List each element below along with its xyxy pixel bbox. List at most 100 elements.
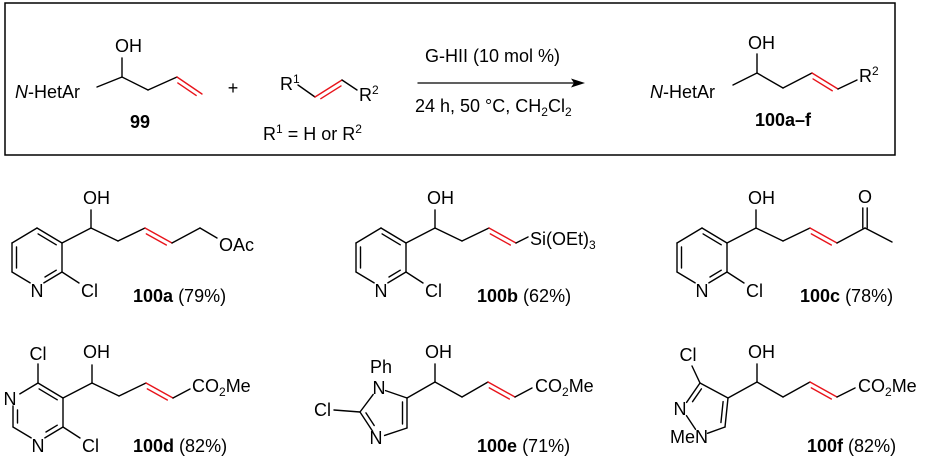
- co: CO: [192, 376, 219, 396]
- yield: (82%): [848, 436, 896, 456]
- label-id: 100a: [133, 286, 174, 306]
- bond: [11, 271, 31, 284]
- hetar-label: N-HetAr: [650, 82, 715, 102]
- bond-second-line: [381, 233, 401, 246]
- compound-label-100a-f: 100a–f: [755, 110, 812, 130]
- end-group: OAc: [219, 235, 254, 255]
- bond: [359, 411, 374, 433]
- hetar-rest: -HetAr: [663, 82, 715, 102]
- bond: [44, 426, 64, 439]
- hetar-label: N-HetAr: [15, 82, 80, 102]
- plus-sign: +: [228, 78, 239, 98]
- bond: [724, 397, 729, 428]
- bond: [461, 381, 489, 398]
- new-alkene-bond-second-line: [145, 233, 168, 246]
- bond-second-line: [38, 388, 58, 401]
- bond: [434, 227, 463, 242]
- bond-lines: [11, 53, 893, 439]
- bond: [171, 227, 201, 244]
- new-alkene-bond: [811, 72, 839, 90]
- alkene-partner: R1 R2 R1 = H or R2: [263, 72, 379, 144]
- arrow-head-icon: [571, 78, 585, 88]
- r-definition-note: R1 = H or R2: [263, 122, 362, 144]
- oh-label: OH: [427, 188, 454, 208]
- bond: [355, 271, 375, 284]
- bond: [121, 76, 149, 91]
- bond: [405, 271, 424, 284]
- new-alkene-bond: [145, 382, 174, 399]
- bond: [380, 227, 407, 244]
- r: R: [280, 74, 293, 94]
- compound-label: 100f (82%): [807, 436, 896, 456]
- bond: [387, 271, 407, 284]
- bond: [62, 382, 93, 399]
- new-alkene-bond: [176, 76, 203, 95]
- r: R: [859, 66, 872, 86]
- bond: [756, 381, 784, 398]
- bond: [837, 79, 858, 90]
- n-atom: N: [370, 428, 383, 448]
- yield: (82%): [179, 436, 227, 456]
- bond: [61, 271, 80, 284]
- compound-label: 100c (78%): [800, 286, 893, 306]
- label-id: 100e: [477, 436, 517, 456]
- new-alkene-bond: [487, 381, 516, 398]
- bond: [676, 227, 703, 244]
- co: CO: [535, 376, 562, 396]
- bond: [756, 72, 784, 89]
- n-atom: N: [4, 389, 17, 409]
- new-alkene-bond: [144, 227, 173, 244]
- bond: [708, 271, 728, 284]
- bond: [514, 387, 533, 398]
- bond: [727, 381, 758, 399]
- bond: [864, 227, 893, 243]
- bond-second-line: [45, 424, 58, 433]
- cl-atom: Cl: [82, 436, 99, 456]
- bond-second-line: [44, 269, 57, 278]
- cl-atom: Cl: [746, 281, 763, 301]
- sup: 1: [276, 122, 283, 136]
- n-atom: N: [375, 281, 388, 301]
- bond: [355, 227, 382, 244]
- bond: [699, 382, 729, 399]
- compound-100b: N Cl OH Si(OEt)3 100b (62%): [375, 188, 597, 306]
- n-atom: N: [696, 281, 709, 301]
- cl-atom: Cl: [30, 344, 47, 364]
- bond: [755, 227, 784, 242]
- bond: [836, 227, 866, 244]
- bond: [36, 227, 63, 244]
- bond: [405, 227, 436, 244]
- co: CO: [858, 376, 885, 396]
- ester-group: CO2Me: [192, 376, 251, 399]
- hetar-rest: -HetAr: [28, 82, 80, 102]
- bond: [297, 84, 316, 98]
- bond: [782, 381, 811, 398]
- bond: [691, 365, 701, 384]
- reaction-conditions: 24 h, 50 °C, CH2Cl2: [415, 96, 572, 119]
- ester-group: CO2Me: [858, 376, 917, 399]
- compound-label: 100b (62%): [477, 286, 571, 306]
- bond: [685, 414, 697, 431]
- oh-label: OH: [83, 188, 110, 208]
- bond: [37, 382, 64, 399]
- new-alkene-bond-second-line: [810, 387, 833, 400]
- label-id: 100d: [133, 436, 174, 456]
- n-methyl-atom: MeN: [670, 427, 708, 447]
- oh-label: OH: [748, 188, 775, 208]
- compound-100f: Cl N MeN OH CO2Me 100f (82%): [670, 342, 917, 456]
- bond-second-line: [709, 269, 722, 278]
- me: Me: [892, 376, 917, 396]
- compound-label: 100d (82%): [133, 436, 227, 456]
- bond: [172, 388, 191, 399]
- yield: (78%): [845, 286, 893, 306]
- bond: [61, 227, 92, 244]
- cl-atom: Cl: [680, 345, 697, 365]
- new-alkene-bond-second-line: [488, 387, 511, 400]
- bond: [676, 271, 696, 284]
- r1-label: R1: [280, 72, 300, 94]
- new-alkene-bond-second-line: [177, 82, 197, 97]
- oh-label: OH: [425, 342, 452, 362]
- compound-100d: N N Cl Cl OH CO2Me 100d (82%): [4, 342, 251, 456]
- compound-label: 100e (71%): [477, 436, 570, 456]
